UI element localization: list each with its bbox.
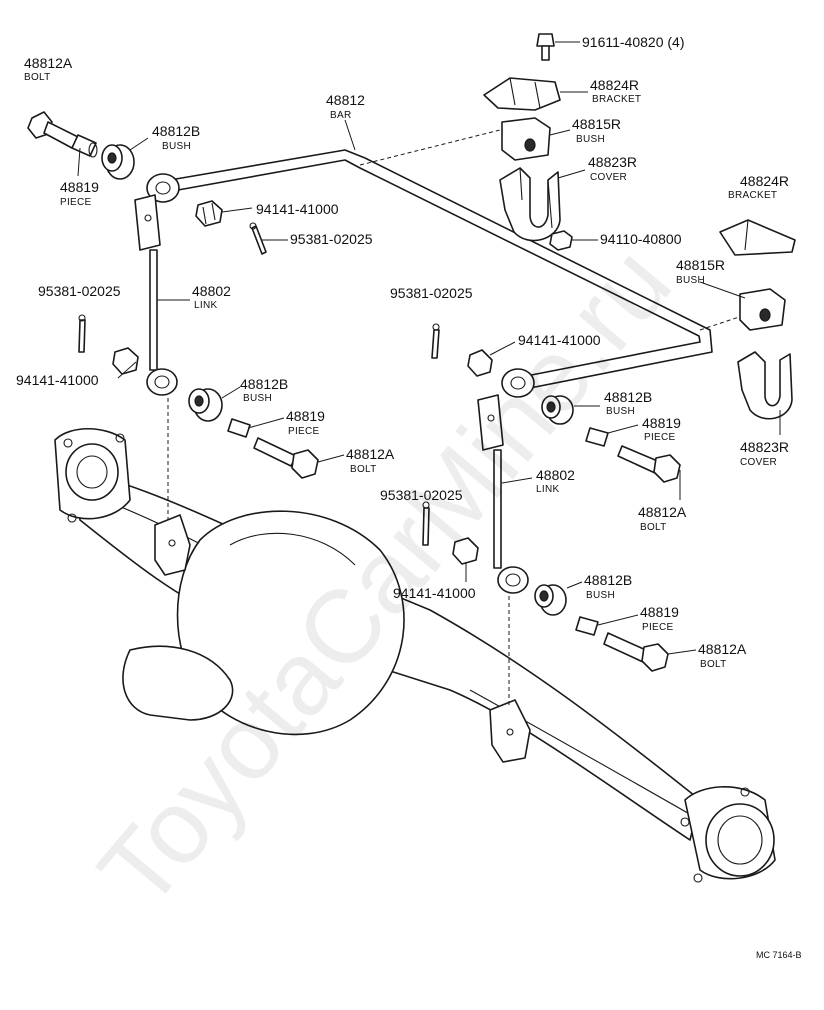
label-pin-far-left: 95381-02025 (38, 283, 121, 299)
label-piece-middle-left-name: PIECE (288, 426, 320, 437)
label-nut-top: 94110-40800 (600, 231, 682, 247)
nut-center (467, 349, 493, 377)
label-nut-far-left: 94141-41000 (16, 372, 99, 388)
cotter-pin-right (422, 501, 430, 546)
leader-lines (77, 41, 781, 655)
label-bush-top-left-number: 48812B (152, 123, 200, 139)
label-piece-middle-right-name: PIECE (644, 432, 676, 443)
label-nut-left-upper: 94141-41000 (256, 201, 339, 217)
label-bolt-middle-right-number: 48812A (638, 504, 687, 520)
piece-lower-right (575, 616, 599, 636)
label-piece-middle-left-number: 48819 (286, 408, 325, 424)
label-piece-top-left-number: 48819 (60, 179, 99, 195)
label-cover-far-right-number: 48823R (740, 439, 789, 455)
nut-right (452, 537, 479, 565)
piece-middle-left (227, 418, 251, 438)
label-pin-center: 95381-02025 (390, 285, 473, 301)
bush-square-top-right (501, 117, 551, 161)
label-bolt-top-left-name: BOLT (24, 72, 51, 83)
label-bush-square-far-right-name: BUSH (676, 275, 705, 286)
bolt-top-left (27, 111, 79, 149)
label-bush-middle-right-name: BUSH (606, 406, 635, 417)
label-pin-right: 95381-02025 (380, 487, 463, 503)
label-bolt-middle-left-name: BOLT (350, 464, 377, 475)
alignment-lines (167, 129, 746, 705)
diagram-code: MC 7164-B (756, 950, 802, 960)
label-nut-center: 94141-41000 (518, 332, 601, 348)
bolt-middle-left (253, 437, 319, 479)
label-bush-lower-right-number: 48812B (584, 572, 632, 588)
bush-middle-right (541, 395, 574, 425)
label-pin-left-upper: 95381-02025 (290, 231, 373, 247)
label-cover-far-right-name: COVER (740, 457, 777, 468)
piece-middle-right (585, 427, 609, 447)
label-bolt-lower-right-number: 48812A (698, 641, 747, 657)
label-cover-right-number: 48823R (588, 154, 637, 170)
cotter-pin-left-upper (249, 222, 267, 255)
label-bush-square-right-number: 48815R (572, 116, 621, 132)
label-nut-right: 94141-41000 (393, 585, 476, 601)
cover-top-right (499, 167, 561, 242)
label-link-right-name: LINK (536, 484, 559, 495)
bolt-lower-right (603, 632, 669, 672)
nut-top (549, 230, 573, 251)
bracket-top-right (483, 77, 561, 111)
nut-far-left (112, 347, 139, 375)
label-bush-middle-right-number: 48812B (604, 389, 652, 405)
label-bush-middle-left-number: 48812B (240, 376, 288, 392)
label-bush-middle-left-name: BUSH (243, 393, 272, 404)
cover-far-right (737, 351, 793, 420)
bracket-far-right (719, 219, 796, 256)
cotter-pin-far-left (78, 314, 86, 353)
label-piece-middle-right-number: 48819 (642, 415, 681, 431)
label-bolt-lower-right-name: BOLT (700, 659, 727, 670)
bush-top-left (101, 144, 135, 180)
label-bracket-far-right-name: BRACKET (728, 190, 777, 201)
bush-lower-right (534, 584, 567, 616)
bolt-middle-right (617, 445, 681, 483)
label-bush-lower-right-name: BUSH (586, 590, 615, 601)
label-bolt-top-left-number: 48812A (24, 55, 73, 71)
label-cover-right-name: COVER (590, 172, 627, 183)
label-bush-square-far-right-number: 48815R (676, 257, 725, 273)
label-piece-lower-right-name: PIECE (642, 622, 674, 633)
bush-square-far-right (739, 288, 786, 331)
label-bar-number: 48812 (326, 92, 365, 108)
label-piece-lower-right-number: 48819 (640, 604, 679, 620)
label-piece-top-left-name: PIECE (60, 197, 92, 208)
part-labels: 48812A BOLT 48819 PIECE 48812B BUSH 4881… (16, 34, 789, 670)
rear-axle-housing (54, 427, 776, 883)
label-bush-top-left-name: BUSH (162, 141, 191, 152)
label-bolt-middle-right-name: BOLT (640, 522, 667, 533)
label-link-left-number: 48802 (192, 283, 231, 299)
label-bracket-right-name: BRACKET (592, 94, 641, 105)
cotter-pin-center-left (431, 323, 440, 359)
screw-top (536, 33, 555, 61)
label-screw-top: 91611-40820 (4) (582, 34, 684, 50)
right-link (477, 394, 529, 594)
left-link (134, 194, 178, 396)
label-bolt-middle-left-number: 48812A (346, 446, 395, 462)
label-bar-name: BAR (330, 110, 351, 121)
bush-middle-left (188, 388, 223, 422)
nut-left-upper (195, 200, 223, 227)
piece-top-left (71, 134, 98, 158)
label-bracket-right-number: 48824R (590, 77, 639, 93)
label-link-right-number: 48802 (536, 467, 575, 483)
label-link-left-name: LINK (194, 300, 217, 311)
label-bush-square-right-name: BUSH (576, 134, 605, 145)
label-bracket-far-right-number: 48824R (740, 173, 789, 189)
